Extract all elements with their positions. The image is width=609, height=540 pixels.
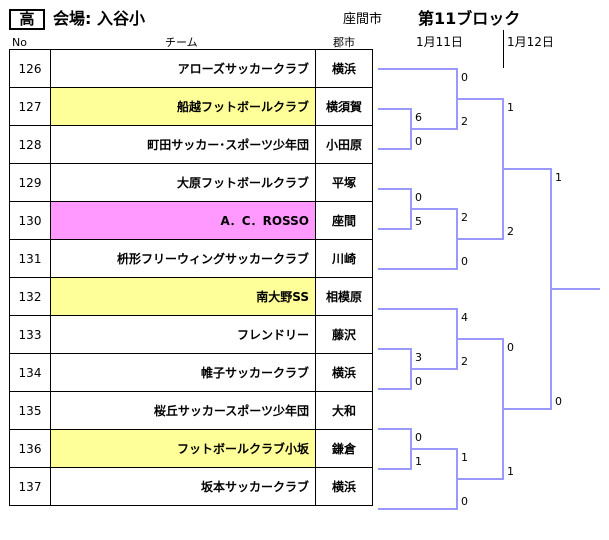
team-name: アローズサッカークラブ bbox=[50, 49, 316, 88]
match-135-136-score-bottom: 1 bbox=[415, 455, 422, 468]
final-match-score-top: 1 bbox=[555, 171, 562, 184]
team-town: 横浜 bbox=[315, 353, 373, 392]
final-match-score-bottom: 0 bbox=[555, 395, 562, 408]
semifinal-top-score-bottom: 2 bbox=[507, 225, 514, 238]
team-number: 134 bbox=[9, 353, 51, 392]
match-133-134 bbox=[378, 348, 412, 390]
date-round1: 1月11日 bbox=[416, 35, 463, 49]
match-winner-vs-131-score-bottom: 0 bbox=[461, 255, 468, 268]
match-126-vs-winner-score-bottom: 2 bbox=[461, 115, 468, 128]
match-133-134-score-top: 3 bbox=[415, 351, 422, 364]
semifinal-bottom-score-top: 0 bbox=[507, 341, 514, 354]
team-name: 南大野SS bbox=[50, 277, 316, 316]
match-132-vs-winner-score-top: 4 bbox=[461, 311, 468, 324]
venue-label: 会場: 入谷小 bbox=[53, 9, 145, 28]
match-126-vs-winner-score-top: 0 bbox=[461, 71, 468, 84]
match-winner-vs-137-score-bottom: 0 bbox=[461, 495, 468, 508]
level-badge: 高 bbox=[9, 9, 45, 30]
team-number: 136 bbox=[9, 429, 51, 468]
date-round2: 1月12日 bbox=[507, 35, 554, 49]
host-city: 座間市 bbox=[343, 12, 383, 27]
team-town: 平塚 bbox=[315, 163, 373, 202]
match-winner-vs-137-score-top: 1 bbox=[461, 451, 468, 464]
column-header-town: 郡市 bbox=[333, 36, 355, 49]
team-name: 船越フットボールクラブ bbox=[50, 87, 316, 126]
team-name: A．C．ROSSO bbox=[50, 201, 316, 240]
match-133-134-score-bottom: 0 bbox=[415, 375, 422, 388]
team-town: 大和 bbox=[315, 391, 373, 430]
team-town: 鎌倉 bbox=[315, 429, 373, 468]
team-name: 大原フットボールクラブ bbox=[50, 163, 316, 202]
team-name: フットボールクラブ小坂 bbox=[50, 429, 316, 468]
match-127-128-score-top: 6 bbox=[415, 111, 422, 124]
column-header-team: チーム bbox=[165, 36, 198, 49]
match-129-130-score-bottom: 5 bbox=[415, 215, 422, 228]
match-129-130-score-top: 0 bbox=[415, 191, 422, 204]
date-divider bbox=[503, 30, 504, 68]
match-135-136-score-top: 0 bbox=[415, 431, 422, 444]
semifinal-top-score-top: 1 bbox=[507, 101, 514, 114]
team-town: 横浜 bbox=[315, 467, 373, 506]
match-127-128-score-bottom: 0 bbox=[415, 135, 422, 148]
team-name: 坂本サッカークラブ bbox=[50, 467, 316, 506]
team-town: 座間 bbox=[315, 201, 373, 240]
column-header-no: No bbox=[12, 36, 27, 49]
match-127-128 bbox=[378, 108, 412, 150]
team-name: 町田サッカー･スポーツ少年団 bbox=[50, 125, 316, 164]
team-town: 川崎 bbox=[315, 239, 373, 278]
team-town: 相模原 bbox=[315, 277, 373, 316]
team-number: 127 bbox=[9, 87, 51, 126]
team-town: 横浜 bbox=[315, 49, 373, 88]
match-winner-vs-131-score-top: 2 bbox=[461, 211, 468, 224]
match-129-130 bbox=[378, 188, 412, 230]
match-135-136 bbox=[378, 428, 412, 470]
block-title: 第11ブロック bbox=[418, 9, 521, 28]
team-number: 135 bbox=[9, 391, 51, 430]
semifinal-bottom-score-bottom: 1 bbox=[507, 465, 514, 478]
team-number: 130 bbox=[9, 201, 51, 240]
team-name: 桜丘サッカースポーツ少年団 bbox=[50, 391, 316, 430]
final-match bbox=[503, 168, 552, 410]
team-town: 小田原 bbox=[315, 125, 373, 164]
match-132-vs-winner-score-bottom: 2 bbox=[461, 355, 468, 368]
